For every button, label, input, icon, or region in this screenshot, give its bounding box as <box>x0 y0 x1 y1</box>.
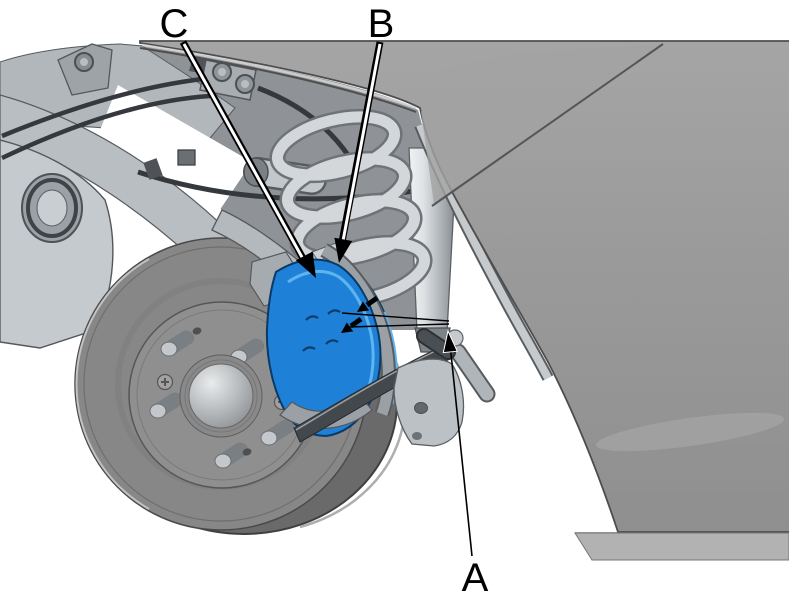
panel-upper-facet <box>421 45 661 204</box>
bolt-icon <box>177 149 196 166</box>
outer-brake-pad <box>265 258 382 438</box>
callout-c-label: C <box>160 2 189 46</box>
hose-bracket <box>143 59 257 180</box>
arrowhead-icon <box>334 237 353 263</box>
panel-reflection <box>595 412 785 452</box>
hose-clamp <box>143 158 163 180</box>
fender-panel <box>139 40 789 561</box>
arrowhead-icon <box>442 329 458 354</box>
pad-clip-marks <box>302 309 341 352</box>
toe-link <box>451 345 494 401</box>
lit-panel-area <box>88 85 252 232</box>
wear-indicator-lines <box>341 312 450 328</box>
arrowhead-icon <box>295 251 316 278</box>
arch-lip-highlight <box>141 43 417 110</box>
left-knuckle <box>0 139 114 349</box>
arch-lip-line <box>139 47 417 113</box>
callout-b-label: B <box>368 2 395 46</box>
callout-a-leader <box>442 329 473 557</box>
callout-b-leader <box>334 41 384 263</box>
pad-wear-arrow-icon <box>341 295 379 333</box>
rocker-sill <box>574 532 789 561</box>
callout-a-label: A <box>462 556 489 600</box>
panel-seam <box>431 43 664 207</box>
wheel-studs <box>149 330 294 469</box>
wheel-hub-cap <box>179 354 263 438</box>
callout-c-leader <box>179 40 316 278</box>
